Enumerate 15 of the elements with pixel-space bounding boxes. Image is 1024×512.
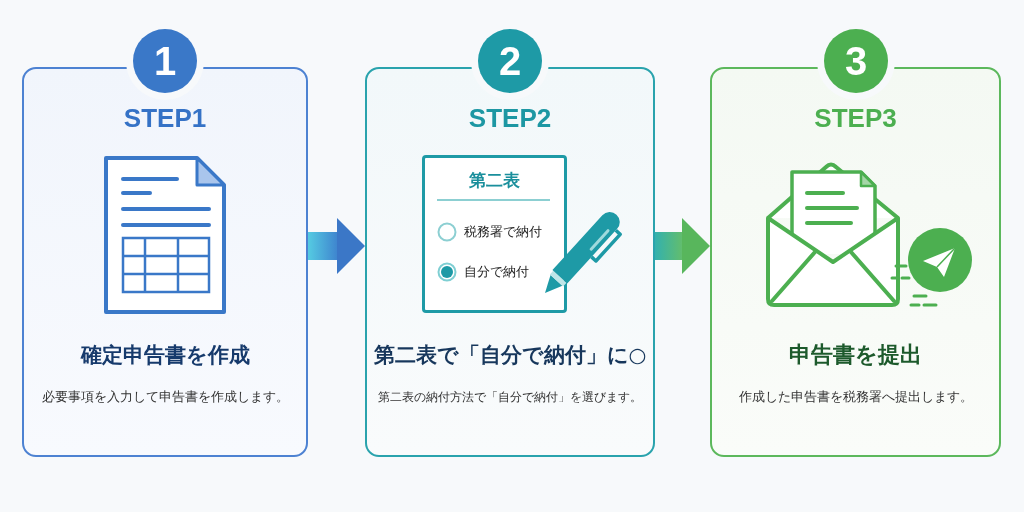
option-label: 税務署で納付 bbox=[464, 223, 542, 241]
step-label: STEP3 bbox=[814, 103, 897, 133]
step-label: STEP1 bbox=[123, 103, 207, 133]
step-description: 必要事項を入力して申告書を作成します。 bbox=[41, 388, 289, 406]
option-label: 自分で納付 bbox=[464, 263, 529, 281]
step-title: 確定申告書を作成 bbox=[80, 342, 250, 369]
step-description: 第二表の納付方法で「自分で納付」を選びます。 bbox=[378, 389, 642, 406]
step-title: 第二表で「自分で納付」に○ bbox=[373, 342, 647, 369]
step-title: 申告書を提出 bbox=[789, 341, 922, 369]
arrow bbox=[655, 218, 710, 274]
step-label: STEP2 bbox=[468, 103, 552, 133]
form-heading: 第二表 bbox=[469, 169, 520, 191]
step-description: 作成した申告書を税務署へ提出します。 bbox=[738, 388, 973, 406]
form-panel bbox=[422, 155, 567, 313]
arrow bbox=[308, 218, 365, 274]
